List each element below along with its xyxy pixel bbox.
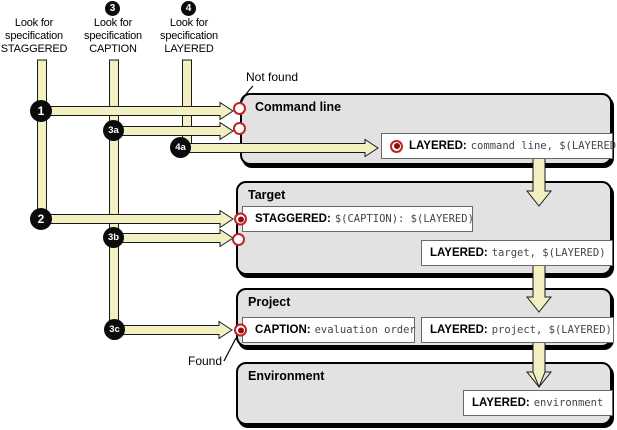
step-badge-2: 2 <box>30 208 52 230</box>
step-badge-3b: 3b <box>103 227 124 248</box>
spec-box-environment-layered: LAYERED: environment <box>463 390 613 416</box>
spec-name: STAGGERED: <box>255 213 331 225</box>
line-caption-column <box>109 59 119 333</box>
spec-value: environment <box>533 397 604 409</box>
arrow-step-4a-icon <box>180 138 379 158</box>
spec-name: LAYERED: <box>409 140 467 152</box>
not-found-circle-icon <box>233 122 246 135</box>
step-badge-1: 1 <box>30 100 52 122</box>
step-badge-3: 3 <box>105 1 120 16</box>
arrow-down-target-to-project-icon <box>525 263 553 313</box>
spec-box-cmdline-layered: LAYERED: command line, $(LAYERED) <box>381 133 617 159</box>
not-found-circle-icon <box>232 233 245 246</box>
arrow-down-cmdline-to-target-icon <box>525 157 553 207</box>
line-staggered-column <box>37 59 47 223</box>
spec-name: CAPTION: <box>255 324 311 336</box>
step-badge-4a: 4a <box>170 137 191 158</box>
step-badge-4: 4 <box>181 1 196 16</box>
step-badge-3a: 3a <box>103 120 124 141</box>
found-leader-line <box>223 337 237 362</box>
spec-box-target-staggered: STAGGERED: $(CAPTION): $(LAYERED) <box>234 206 474 232</box>
found-dot-icon <box>390 139 403 153</box>
arrow-step-1-icon <box>41 101 234 121</box>
spec-name: LAYERED: <box>430 324 488 336</box>
scope-title-command-line: Command line <box>255 100 342 114</box>
not-found-leader-line <box>240 85 254 104</box>
spec-name: LAYERED: <box>430 247 488 259</box>
spec-name: LAYERED: <box>472 397 530 409</box>
found-label: Found <box>188 354 223 368</box>
column-label-layered: Look for specification LAYERED <box>160 17 218 55</box>
spec-box-project-layered: LAYERED: project, $(LAYERED) <box>421 317 614 343</box>
arrow-step-3b-icon <box>113 228 234 248</box>
found-dot-icon <box>234 212 247 226</box>
spec-value: $(CAPTION): $(LAYERED) <box>334 213 474 225</box>
arrow-down-project-to-environment-icon <box>525 340 553 388</box>
step-badge-3c: 3c <box>104 319 125 340</box>
scope-title-project: Project <box>248 295 291 309</box>
scope-title-environment: Environment <box>248 369 325 383</box>
arrow-step-3c-icon <box>114 320 233 340</box>
not-found-label: Not found <box>246 70 299 84</box>
column-label-caption: Look for specification CAPTION <box>84 17 142 55</box>
scope-title-target: Target <box>248 188 286 202</box>
spec-box-target-layered: LAYERED: target, $(LAYERED) <box>421 240 613 266</box>
arrow-step-3a-icon <box>113 121 234 141</box>
spec-value: target, $(LAYERED) <box>491 247 606 259</box>
arrow-step-2-icon <box>41 209 234 229</box>
spec-value: evaluation order <box>314 324 416 336</box>
spec-value: command line, $(LAYERED) <box>470 140 617 152</box>
column-label-staggered: Look for specification STAGGERED <box>0 17 68 55</box>
spec-value: project, $(LAYERED) <box>491 324 612 336</box>
not-found-circle-icon <box>233 102 246 115</box>
spec-box-project-caption: CAPTION: evaluation order <box>234 317 416 343</box>
found-dot-icon <box>234 323 247 337</box>
